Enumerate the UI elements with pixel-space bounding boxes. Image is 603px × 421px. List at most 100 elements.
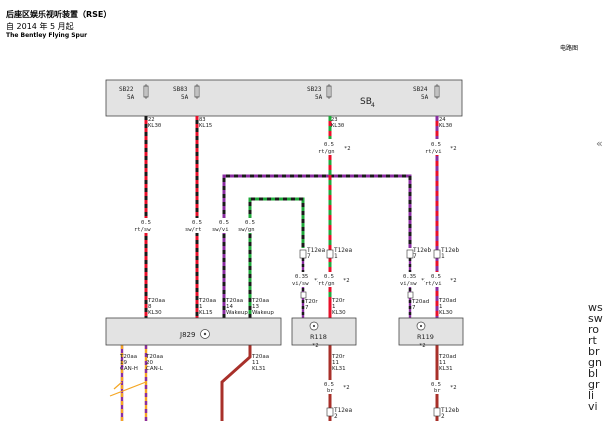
fuse-symbol-icon: [326, 84, 332, 99]
wire-color: vi/sw: [400, 281, 417, 287]
wire-size: 0.5: [192, 220, 202, 226]
connector-id: T12eb: [441, 407, 459, 414]
fuse-pin: 23: [331, 117, 338, 123]
wires: [109, 116, 439, 421]
pin-conn: T20r: [331, 298, 345, 304]
connector-pin: 2: [441, 413, 445, 420]
fuse-id: SB22: [119, 86, 134, 93]
connector-pin: 7: [307, 253, 311, 260]
wire-note: *2: [421, 278, 428, 284]
wire-color: rt/vi: [425, 281, 442, 287]
wire-note: *2: [314, 278, 321, 284]
wire-note: *2: [343, 385, 350, 391]
module-j829[interactable]: J829 T20aa 8 KL30 T20aa 1 KL15 T20aa 14 …: [105, 298, 282, 372]
pin-num: 11: [439, 360, 446, 366]
document-subtitle: 自 2014 年 5 月起: [6, 22, 74, 31]
fuse-term: KL15: [199, 123, 212, 129]
fuse-symbol-icon: [194, 84, 200, 99]
wire-size: 0.5: [324, 274, 334, 280]
wire-size: 0.5: [324, 382, 334, 388]
fuse-symbol-icon: [434, 84, 440, 99]
pin-num: 1: [332, 304, 336, 310]
connector-pin-icon[interactable]: [326, 407, 334, 417]
pin-num: 1: [439, 304, 443, 310]
module-circle-icon: [416, 321, 426, 331]
connector-pin-icon[interactable]: [406, 249, 414, 259]
connector-pin-icon[interactable]: [433, 407, 441, 417]
fuse-amp: 5A: [181, 94, 189, 101]
pin-term: CAN-L: [146, 366, 164, 372]
pin-conn: T20r: [331, 354, 345, 360]
legend-item: bl: [588, 367, 599, 380]
wire-size: 0.35: [403, 274, 416, 280]
wire-size: 0.5: [431, 142, 441, 148]
pin-term: Wakeup: [226, 310, 248, 316]
fuse-amp: 5A: [127, 94, 135, 101]
wire-color: rt/sw: [134, 227, 151, 233]
wire-color: rt/vi: [425, 149, 442, 155]
pin-num: 11: [332, 360, 339, 366]
legend-item: sw: [588, 312, 603, 325]
wire-size: 0.5: [324, 142, 334, 148]
module-note: *2: [312, 343, 319, 349]
pin-num: 7: [305, 305, 309, 311]
connector-id: T12ea: [334, 407, 352, 414]
fuse-term: KL30: [148, 123, 161, 129]
connector-pin: 1: [441, 253, 445, 260]
pin-conn: T20aa: [119, 354, 137, 360]
module-r118[interactable]: R118 *2 T20r 7 T20r 1 KL30 T20r 11 KL31: [291, 291, 357, 372]
connector-pin-icon[interactable]: [299, 249, 307, 259]
pin-term: KL30: [332, 310, 346, 316]
pin-num: 1: [199, 304, 203, 310]
pin-conn: T20ad: [438, 354, 456, 360]
wire-note: *2: [450, 278, 457, 284]
legend-item: rt: [588, 334, 597, 347]
connector-pin-icon: [300, 291, 307, 299]
module-r119[interactable]: R119 *2 T20ad 7 T20ad 1 KL30 T20ad 11 KL…: [398, 291, 464, 372]
module-circle-icon: [309, 321, 319, 331]
fuse-pin: 83: [199, 117, 206, 123]
legend-item: br: [588, 345, 600, 358]
wire-color: br: [327, 388, 334, 394]
wire-note: *2: [343, 278, 350, 284]
legend-item: li: [588, 389, 595, 402]
connector-pin: 2: [334, 413, 338, 420]
collapse-panel-icon[interactable]: «: [596, 137, 603, 150]
pin-term: KL31: [332, 366, 346, 372]
pin-conn: T20ad: [438, 298, 456, 304]
wire-note: *2: [450, 385, 457, 391]
fuse-term: KL30: [439, 123, 452, 129]
pin-conn: T20aa: [251, 354, 269, 360]
fuse-id: SB24: [413, 86, 428, 93]
fuse-id: SB83: [173, 86, 188, 93]
pin-num: 19: [120, 360, 127, 366]
wire-size: 0.5: [245, 220, 255, 226]
wire-ground-j829[interactable]: [220, 345, 252, 421]
pin-conn: T20aa: [147, 298, 165, 304]
pin-num: 8: [148, 304, 152, 310]
wire-sw-vi[interactable]: [222, 174, 412, 318]
legend-item: gn: [588, 356, 602, 369]
connector-pin-icon[interactable]: [326, 249, 334, 259]
wire-color: rt/gn: [318, 149, 335, 155]
pin-conn: T20aa: [251, 298, 269, 304]
pin-term: KL31: [439, 366, 453, 372]
legend-item: ws: [588, 301, 603, 314]
document-title: 后座区娱乐视听装置（RSE）: [6, 10, 112, 19]
wire-color: rt/gn: [318, 281, 335, 287]
pin-conn: T20aa: [145, 354, 163, 360]
wire-size: 0.35: [295, 274, 308, 280]
connector-pin-icon[interactable]: [433, 249, 441, 259]
pin-term: Wakeup: [252, 310, 274, 316]
pin-num: 13: [252, 304, 259, 310]
fuse-box-label: SB: [360, 97, 372, 107]
fuse-box-sub: 4: [371, 102, 375, 109]
connector-id: T12ea: [307, 247, 325, 254]
module-label: J829: [179, 331, 195, 339]
fuse-term: KL30: [331, 123, 344, 129]
fuse-box-sb: SB 4 SB22 5A SB83 5A SB23 5A SB24 5A 22 …: [105, 79, 463, 129]
connector-id: T12eb: [441, 247, 459, 254]
connector-pin-icon: [407, 291, 414, 299]
wire-sw-gn[interactable]: [248, 197, 305, 318]
wire-labels: 0.5 rt/sw 0.5 sw/rt 0.5 sw/vi 0.5 sw/gn …: [134, 139, 457, 394]
